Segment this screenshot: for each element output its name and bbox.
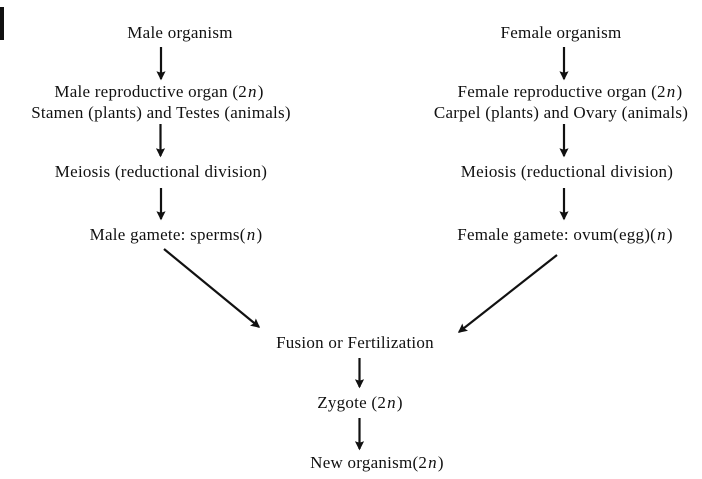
node-male-organism: Male organism [127, 24, 234, 41]
ploidy-symbol: n [247, 82, 257, 101]
arrow-female-gamete-to-fusion [457, 254, 558, 333]
ploidy-symbol [673, 162, 675, 181]
node-text: ) [437, 453, 444, 472]
node-female-meiosis: Meiosis (reductional division) [461, 163, 675, 180]
node-male-meiosis: Meiosis (reductional division) [55, 163, 269, 180]
ploidy-symbol: n [666, 82, 676, 101]
ploidy-symbol [688, 103, 690, 122]
node-text: Stamen (plants) and Testes (animals) [31, 103, 291, 122]
ploidy-symbol [622, 23, 624, 42]
node-text: Male organism [127, 23, 233, 42]
ploidy-symbol [233, 23, 235, 42]
node-text: ) [257, 82, 264, 101]
node-text: ) [396, 393, 403, 412]
node-text: ) [256, 225, 263, 244]
ploidy-symbol: n [428, 453, 437, 472]
node-text: Meiosis (reductional division) [460, 162, 674, 181]
node-text: Female gamete: ovum(egg)( [457, 225, 657, 244]
ploidy-symbol: n [657, 225, 666, 244]
node-text: Meiosis (reductional division) [54, 162, 268, 181]
ploidy-symbol: n [246, 225, 256, 244]
ploidy-symbol [267, 162, 269, 181]
node-zygote: Zygote (2n) [317, 394, 403, 411]
node-fusion-fertilization: Fusion or Fertilization [276, 334, 436, 351]
node-female-organism: Female organism [501, 24, 624, 41]
ploidy-symbol: n [387, 393, 396, 412]
ploidy-symbol [291, 103, 293, 122]
node-female-gamete: Female gamete: ovum(egg)(n) [457, 226, 673, 243]
node-text: Male reproductive organ (2 [54, 82, 247, 101]
node-text: Carpel (plants) and Ovary (animals) [433, 103, 689, 122]
node-text: ) [676, 82, 683, 101]
node-text: Fusion or Fertilization [276, 333, 434, 352]
ploidy-symbol [434, 333, 436, 352]
node-female-reproductive-organ-line2: Carpel (plants) and Ovary (animals) [434, 104, 690, 121]
node-text: Female reproductive organ (2 [457, 82, 666, 101]
node-new-organism: New organism(2n) [310, 454, 444, 471]
node-text: Female organism [500, 23, 622, 42]
node-text: Zygote (2 [317, 393, 387, 412]
node-text: Male gamete: sperms( [89, 225, 246, 244]
node-male-gamete: Male gamete: sperms(n) [90, 226, 263, 243]
node-text: ) [666, 225, 673, 244]
node-male-reproductive-organ-line2: Stamen (plants) and Testes (animals) [31, 104, 293, 121]
node-female-reproductive-organ-line1: Female reproductive organ (2n) [458, 83, 683, 100]
arrow-male-gamete-to-fusion [163, 248, 261, 328]
node-male-reproductive-organ-line1: Male reproductive organ (2n) [54, 83, 263, 100]
node-text: New organism(2 [310, 453, 428, 472]
scan-artifact-mark [0, 7, 4, 40]
